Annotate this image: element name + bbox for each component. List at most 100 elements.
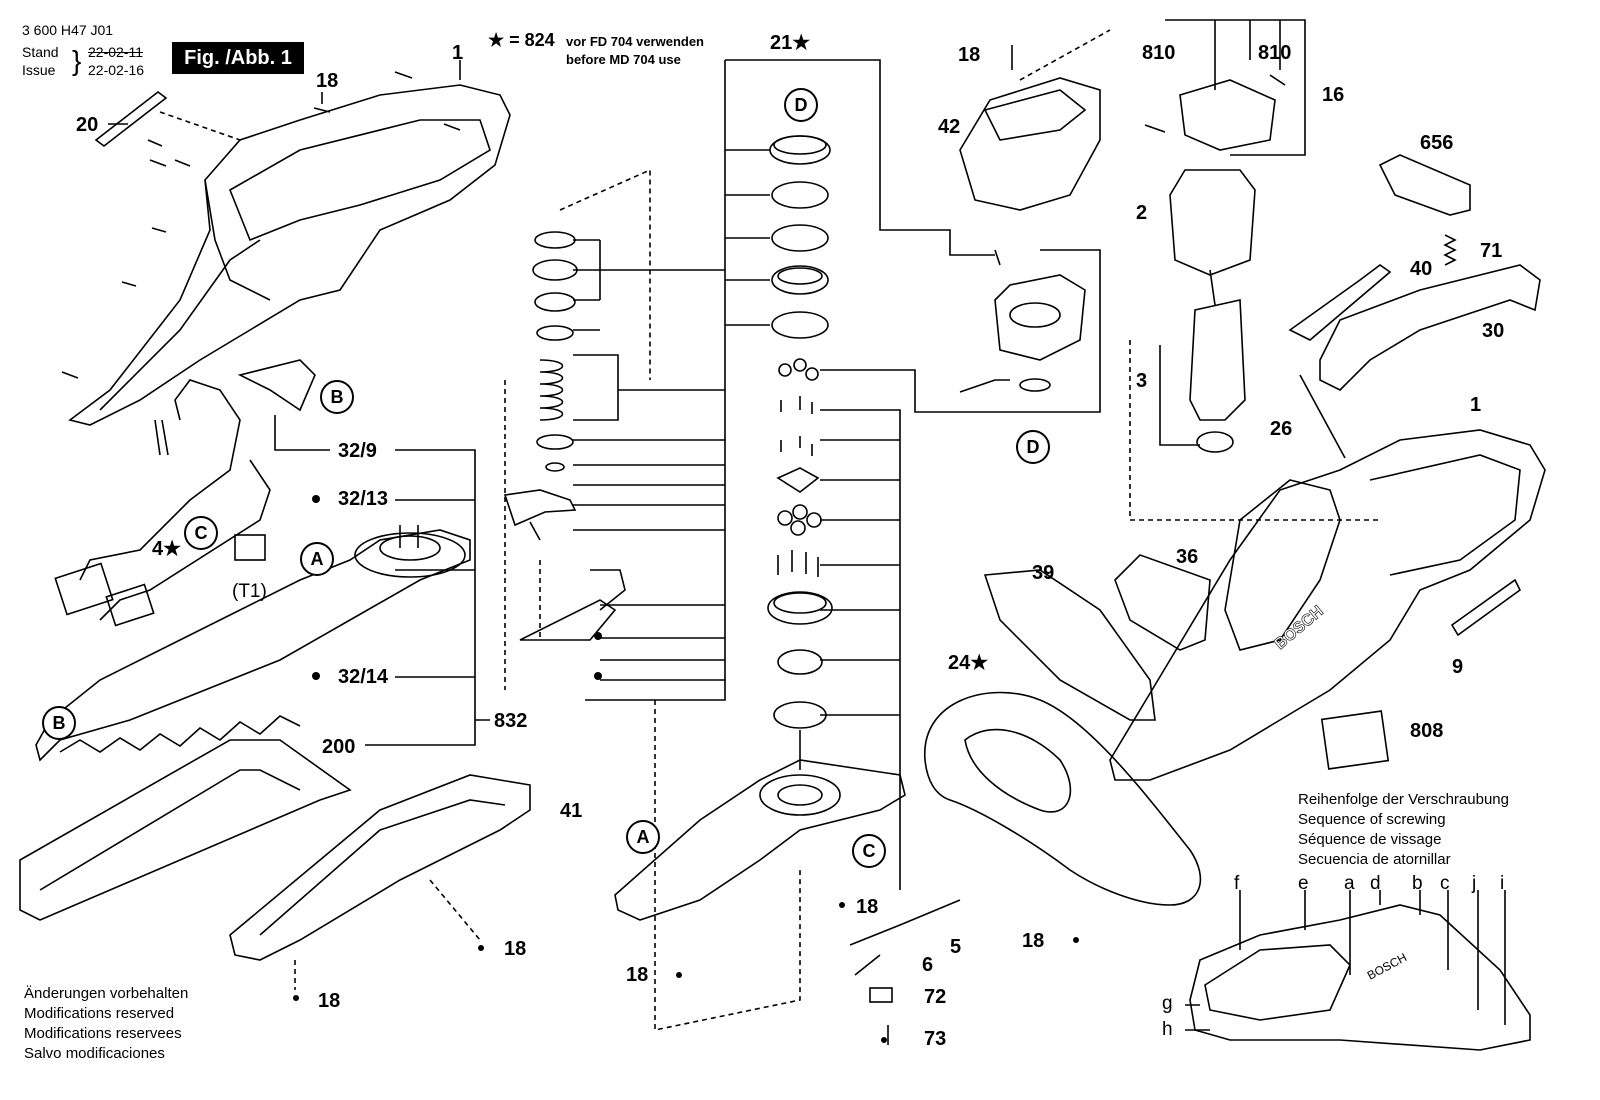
- part-label-16: 16: [1322, 84, 1345, 106]
- cable-5-drawing: [849, 899, 961, 946]
- sequence-letter-c: c: [1440, 873, 1450, 894]
- part-label-810-b: 810: [1258, 42, 1292, 64]
- part-label-18-d: 18: [504, 938, 527, 960]
- sequence-letter-d: d: [1370, 873, 1381, 894]
- circle-label-b-blade: B: [42, 706, 76, 740]
- sequence-line-de: Reihenfolge der Verschraubung: [1298, 791, 1509, 808]
- part-label-24: 24★: [948, 652, 989, 674]
- part-label-71: 71: [1480, 240, 1503, 262]
- part-label-32-9: 32/9: [338, 440, 377, 462]
- sticker-20-drawing: [94, 90, 168, 148]
- stand-date: 22-02-11: [88, 44, 144, 60]
- sticker-9-drawing: [1450, 578, 1522, 637]
- issue-label: Issue: [22, 62, 56, 78]
- sticker-808-drawing: [1320, 710, 1390, 770]
- sequence-line-fr: Séquence de vissage: [1298, 831, 1442, 848]
- part-label-1-top: 1: [452, 42, 464, 64]
- part-label-40: 40: [1410, 258, 1433, 280]
- circle-label-c-gearbox: C: [852, 834, 886, 868]
- footer-line-fr: Modifications reservees: [24, 1025, 182, 1042]
- motor-cover-drawing: [959, 77, 1101, 211]
- part-label-2: 2: [1136, 202, 1148, 224]
- gear-stack-rings: [503, 135, 833, 729]
- lever-40-drawing: [1288, 264, 1392, 341]
- star-note-value: ★ = 824: [488, 30, 555, 50]
- footer-line-en: Modifications reserved: [24, 1005, 175, 1022]
- sequence-letter-g: g: [1162, 993, 1173, 1014]
- blade-drawing: [35, 529, 471, 762]
- gearbox-housing-drawing: [614, 759, 906, 921]
- part-label-18-a: 18: [316, 70, 339, 92]
- part-label-200: 200: [322, 736, 356, 758]
- circle-label-d-mid: D: [1016, 430, 1050, 464]
- circle-label-a-blade: A: [300, 542, 334, 576]
- part-label-810-a: 810: [1142, 42, 1176, 64]
- brush-holder-drawing: [1179, 79, 1276, 151]
- part-label-5: 5: [950, 936, 962, 958]
- part-label-18-c: 18: [856, 896, 879, 918]
- housing-upper-drawing: [68, 84, 511, 426]
- gear-stack-brackets: [274, 59, 1101, 890]
- part-label-18-e: 18: [1022, 930, 1045, 952]
- sequence-letter-e: e: [1298, 873, 1309, 894]
- brace: }: [72, 45, 82, 76]
- part-label-21: 21★: [770, 32, 811, 54]
- bow-handle-30-drawing: [1319, 264, 1541, 391]
- star-note-line1: vor FD 704 verwenden: [566, 34, 704, 49]
- part-label-18-b: 18: [958, 44, 981, 66]
- issue-date: 22-02-16: [88, 62, 145, 78]
- sequence-letter-b: b: [1412, 873, 1423, 894]
- part-label-72: 72: [924, 986, 947, 1008]
- part-label-4: 4★: [152, 538, 182, 560]
- cable-clip-drawing: [237, 359, 316, 412]
- stand-label: Stand: [22, 44, 59, 60]
- part-label-32-14: 32/14: [338, 666, 389, 688]
- sequence-line-es: Secuencia de atornillar: [1298, 851, 1451, 868]
- front-handle-24-drawing: [924, 691, 1202, 906]
- sequence-letter-j: j: [1472, 873, 1477, 894]
- part-label-9: 9: [1452, 656, 1464, 678]
- doc-number: 3 600 H47 J01: [22, 22, 114, 38]
- sequence-letter-i: i: [1500, 873, 1505, 894]
- part-label-808: 808: [1410, 720, 1444, 742]
- sequence-letter-h: h: [1162, 1019, 1173, 1040]
- brand-mark: BOSCH: [1365, 950, 1409, 982]
- sequence-letter-a: a: [1344, 873, 1355, 894]
- sequence-letter-f: f: [1234, 873, 1240, 894]
- blade-guard-drawing: [19, 739, 352, 921]
- part-label-73: 73: [924, 1028, 947, 1050]
- screws-upper: [61, 71, 461, 379]
- part-label-32-13: 32/13: [338, 488, 389, 510]
- part-label-6: 6: [922, 954, 934, 976]
- armature-drawing: [1189, 299, 1246, 421]
- circle-label-a-gearbox: A: [626, 820, 660, 854]
- spring-71-drawing: [1443, 234, 1457, 266]
- part-label-656: 656: [1420, 132, 1454, 154]
- part-label-t1: (T1): [232, 581, 267, 602]
- part-label-41: 41: [560, 800, 583, 822]
- part-label-20: 20: [76, 114, 99, 136]
- footer-line-de: Änderungen vorbehalten: [24, 985, 189, 1002]
- sequence-line-en: Sequence of screwing: [1298, 811, 1446, 828]
- circle-label-d-top: D: [784, 88, 818, 122]
- footer-line-es: Salvo modificaciones: [24, 1045, 165, 1062]
- rod-26-drawing: [1299, 374, 1346, 459]
- part-label-39: 39: [1032, 562, 1055, 584]
- lock-656-drawing: [1378, 154, 1471, 216]
- part-label-36: 36: [1176, 546, 1199, 568]
- part-label-26: 26: [1270, 418, 1293, 440]
- assembled-tool-drawing: [1109, 429, 1546, 781]
- circle-label-c-cable: C: [184, 516, 218, 550]
- housing-lower-drawing: [229, 774, 531, 961]
- field-coil-drawing: [1169, 169, 1256, 276]
- part-label-1-right: 1: [1470, 394, 1482, 416]
- part-label-30: 30: [1482, 320, 1505, 342]
- guard-39-drawing: [983, 569, 1156, 721]
- part-label-18-f: 18: [626, 964, 649, 986]
- grip-36-drawing: [1114, 554, 1211, 651]
- figure-label: Fig. /Abb. 1: [172, 42, 304, 74]
- star-note-line2: before MD 704 use: [566, 52, 681, 67]
- power-cable-drawing: [79, 379, 241, 581]
- part-label-832: 832: [494, 710, 528, 732]
